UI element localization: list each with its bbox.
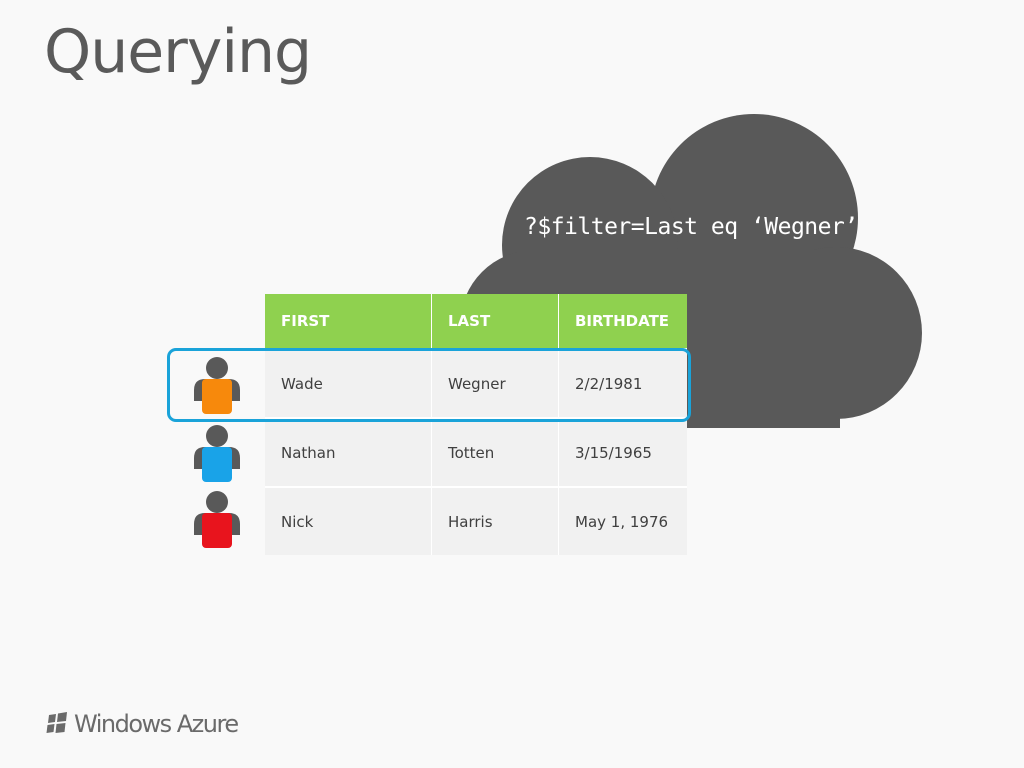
person-icon <box>194 425 240 482</box>
windows-logo-icon <box>46 712 67 733</box>
cell-last: Wegner <box>431 348 559 418</box>
cell-birthdate: May 1, 1976 <box>558 486 687 555</box>
brand-text: Windows Azure <box>74 710 239 738</box>
cell-first: Wade <box>265 348 432 418</box>
column-header-first: FIRST <box>265 294 432 349</box>
cell-birthdate: 2/2/1981 <box>558 348 687 418</box>
cell-first: Nathan <box>265 417 432 487</box>
table-row: Wade Wegner 2/2/1981 <box>265 348 687 418</box>
query-text: ?$filter=Last eq ‘Wegner’ <box>524 214 858 240</box>
slide-title: Querying <box>44 17 312 87</box>
person-icon <box>194 491 240 548</box>
table-row: Nick Harris May 1, 1976 <box>265 486 687 555</box>
cell-first: Nick <box>265 486 432 555</box>
cell-birthdate: 3/15/1965 <box>558 417 687 487</box>
column-header-last: LAST <box>431 294 559 349</box>
column-header-birthdate: BIRTHDATE <box>558 294 687 349</box>
table-header-row: FIRST LAST BIRTHDATE <box>265 294 687 349</box>
cell-last: Totten <box>431 417 559 487</box>
table-row: Nathan Totten 3/15/1965 <box>265 417 687 487</box>
windows-azure-logo: Windows Azure <box>44 710 239 738</box>
entity-table: FIRST LAST BIRTHDATE Wade Wegner 2/2/198… <box>265 294 687 555</box>
cell-last: Harris <box>431 486 559 555</box>
person-icon <box>194 357 240 414</box>
